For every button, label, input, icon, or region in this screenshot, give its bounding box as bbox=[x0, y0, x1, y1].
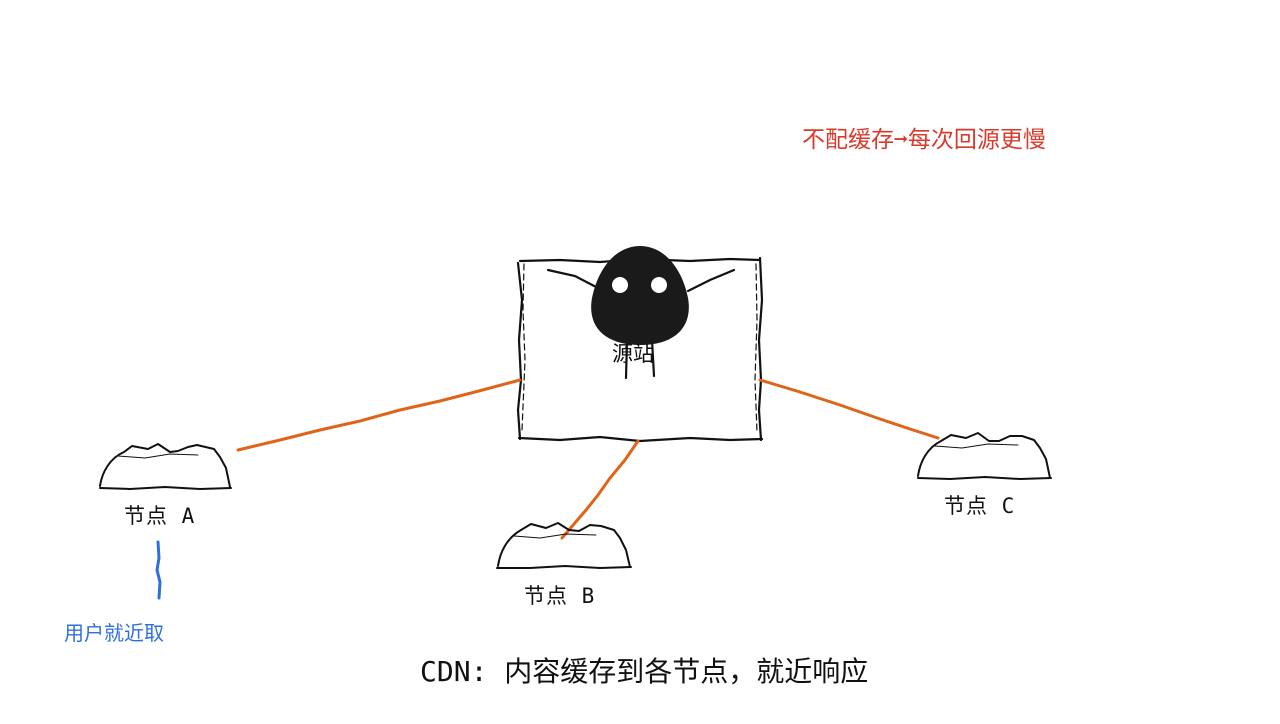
mascot-left-eye bbox=[612, 277, 628, 293]
user-to-node-a-line bbox=[155, 540, 162, 600]
mascot-left-leg bbox=[624, 338, 629, 380]
mascot-left-arm bbox=[546, 268, 600, 290]
node-c-label: 节点 C bbox=[944, 494, 1016, 518]
link-origin-node-a bbox=[236, 378, 522, 452]
mascot-body bbox=[591, 246, 689, 345]
node-b-label: 节点 B bbox=[524, 584, 596, 608]
link-origin-node-b bbox=[560, 439, 640, 540]
user-nearby-note: 用户就近取 bbox=[64, 621, 164, 645]
mascot-right-eye bbox=[651, 277, 667, 293]
node-a-shape bbox=[99, 443, 232, 490]
diagram-caption: CDN: 内容缓存到各节点，就近响应 bbox=[420, 655, 869, 688]
mascot-right-arm bbox=[686, 268, 736, 293]
mascot-character bbox=[546, 246, 736, 380]
origin-label: 源站 bbox=[612, 342, 654, 366]
node-b-shape bbox=[496, 522, 632, 569]
no-cache-warning: 不配缓存➞每次回源更慢 bbox=[802, 127, 1046, 153]
link-origin-node-c bbox=[758, 378, 940, 440]
mascot-right-leg bbox=[650, 338, 656, 378]
link-lines bbox=[236, 378, 940, 540]
node-a-label: 节点 A bbox=[124, 504, 196, 528]
origin-box bbox=[516, 256, 764, 443]
node-c-shape bbox=[917, 432, 1052, 480]
